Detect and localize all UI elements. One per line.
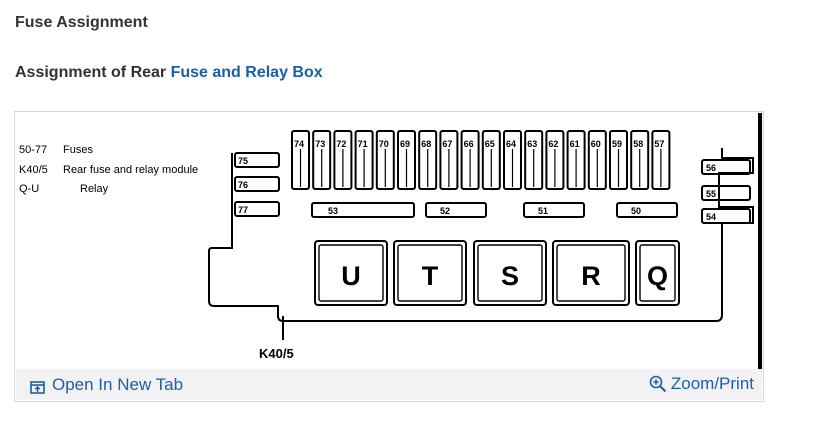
open-in-new-tab-icon — [30, 379, 45, 394]
figure-frame: 50-77 Fuses K40/5 Rear fuse and relay mo… — [14, 111, 764, 402]
fuse-slot — [503, 130, 522, 190]
relay-label: T — [422, 261, 439, 291]
open-in-new-tab-label: Open In New Tab — [52, 375, 184, 394]
fuse-label: 59 — [612, 139, 622, 149]
fuse-slot — [425, 202, 487, 218]
fuse-slot — [375, 130, 395, 190]
fuse-slot — [234, 152, 280, 168]
fuse-label: 71 — [358, 139, 368, 149]
fuse-label: 60 — [591, 139, 601, 149]
legend-code: 50-77 — [19, 144, 47, 156]
fuse-slot — [460, 130, 480, 190]
fuse-slot — [439, 130, 459, 190]
fuse-slot — [333, 130, 353, 190]
fuse-box-diagram: 50-77 Fuses K40/5 Rear fuse and relay mo… — [19, 113, 762, 369]
fuse-label: 74 — [294, 139, 304, 149]
legend: 50-77 Fuses K40/5 Rear fuse and relay mo… — [19, 144, 198, 195]
fuse-slot — [566, 130, 586, 190]
fuse-label: 62 — [548, 139, 558, 149]
fuse-label: 75 — [238, 156, 248, 166]
fuse-label: 73 — [315, 139, 325, 149]
relay-slot — [552, 240, 630, 306]
fuse-label: 77 — [238, 205, 248, 215]
section-heading: Assignment of Rear Fuse and Relay Box — [15, 64, 323, 82]
fuse-slot — [418, 130, 438, 190]
open-in-new-tab-button[interactable]: Open In New Tab — [30, 375, 183, 395]
fuse-label: 72 — [336, 139, 346, 149]
fuse-box: 75 76 77 74 73 72 71 70 69 68 67 66 65 64 63 62 61 60 59 58… — [208, 113, 762, 369]
legend-code: Q-U — [19, 183, 39, 195]
fuse-label: 65 — [485, 139, 495, 149]
relay-slot — [314, 240, 388, 306]
fuse-label: 76 — [238, 180, 248, 190]
module-label: K40/5 — [259, 346, 294, 361]
relay-inner — [397, 244, 463, 302]
fuse-label: 61 — [570, 139, 580, 149]
fuse-label: 63 — [527, 139, 537, 149]
fuse-label: 67 — [442, 139, 452, 149]
fuse-relay-box-link[interactable]: Fuse and Relay Box — [170, 64, 323, 81]
fuse-slot — [234, 201, 280, 217]
fuse-slot — [701, 159, 751, 175]
relay-slot — [393, 240, 467, 306]
page-title: Fuse Assignment — [15, 14, 148, 31]
fuse-label: 70 — [379, 139, 389, 149]
fuse-slot — [609, 130, 628, 190]
fuse-slot — [524, 130, 544, 190]
fuse-slot — [587, 130, 607, 190]
relay-inner — [318, 244, 384, 302]
relay-label: U — [341, 261, 361, 291]
fuse-label: 52 — [440, 206, 450, 216]
fuse-slot — [545, 130, 565, 190]
fuse-slot — [234, 176, 280, 192]
fuse-slot — [616, 202, 678, 218]
relay-label: Q — [647, 261, 668, 291]
zoom-print-label: Zoom/Print — [670, 374, 754, 393]
fuse-slot — [311, 202, 415, 218]
relay-label: S — [501, 261, 519, 291]
legend-desc: Rear fuse and relay module — [63, 164, 198, 176]
section-heading-prefix: Assignment of Rear — [15, 64, 171, 81]
fuse-label: 57 — [654, 139, 664, 149]
diagram-area[interactable]: 50-77 Fuses K40/5 Rear fuse and relay mo… — [16, 113, 762, 369]
fuse-label: 53 — [328, 206, 338, 216]
legend-code: K40/5 — [19, 164, 48, 176]
fuse-label: 69 — [400, 139, 410, 149]
legend-desc: Relay — [80, 183, 109, 195]
fuse-label: 54 — [706, 212, 716, 222]
fuse-slot — [481, 130, 501, 190]
fuse-label: 56 — [706, 163, 716, 173]
fuse-slot — [701, 208, 751, 224]
relay-inner — [477, 244, 543, 302]
zoom-in-icon — [649, 375, 667, 393]
relay-slot — [473, 240, 547, 306]
legend-desc: Fuses — [63, 144, 93, 156]
fuse-label: 68 — [421, 139, 431, 149]
relay-inner — [639, 244, 676, 302]
fuse-label: 58 — [633, 139, 643, 149]
relay-label: R — [581, 261, 601, 291]
figure-footer: Open In New Tab Zoom/Print — [16, 369, 762, 400]
fuse-slot — [291, 130, 310, 190]
fuse-slot — [701, 185, 751, 201]
relay-slot — [635, 240, 680, 306]
fuse-slot — [354, 130, 374, 190]
fuse-label: 50 — [631, 206, 641, 216]
zoom-print-button[interactable]: Zoom/Print — [649, 374, 754, 394]
fuse-label: 55 — [706, 189, 716, 199]
housing-outline — [208, 148, 754, 322]
fuse-label: 64 — [506, 139, 516, 149]
fuse-slot — [651, 130, 671, 190]
fuse-slot — [397, 130, 416, 190]
relay-inner — [556, 244, 626, 302]
fuse-slot — [523, 202, 585, 218]
fuse-label: 66 — [464, 139, 474, 149]
fuse-slot — [312, 130, 332, 190]
fuse-slot — [630, 130, 650, 190]
fuse-label: 51 — [538, 206, 548, 216]
